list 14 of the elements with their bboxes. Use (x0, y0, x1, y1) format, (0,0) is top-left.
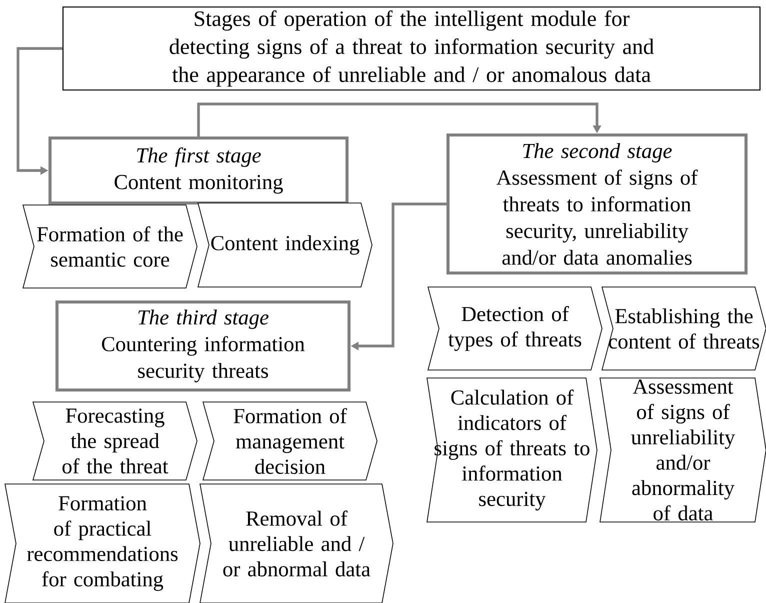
header-box: Stages of operation of the intelligent module for detecting signs of a threat to information security and the appearance of unreliable and / or anomalous data (62, 6, 761, 91)
chevron-step: Formation of the semantic core (22, 204, 198, 288)
arrow (197, 102, 602, 136)
chevron-step: Content indexing (197, 202, 372, 288)
chevron-step: Formation of practical recommendations for combating (4, 484, 200, 603)
stage-box: The second stage Assessment of signs of threats to information security, unreliability and/or data anomalies (446, 133, 748, 275)
chevron-step: Removal of unreliable and / or abnormal data (200, 484, 394, 603)
stage-box: The first stage Content monitoring (48, 136, 349, 205)
chevron-step: Establishing the content of threats (602, 286, 766, 370)
chevron-step: Assessment of signs of unreliability and/or abnormality of data (600, 378, 766, 522)
chevron-step: Detection of types of threats (428, 286, 602, 370)
chevron-step: Formation of management decision (202, 402, 378, 480)
stage-box: The third stage Countering information security threats (55, 300, 351, 392)
chevron-step: Forecasting the spread of the threat (32, 402, 198, 480)
